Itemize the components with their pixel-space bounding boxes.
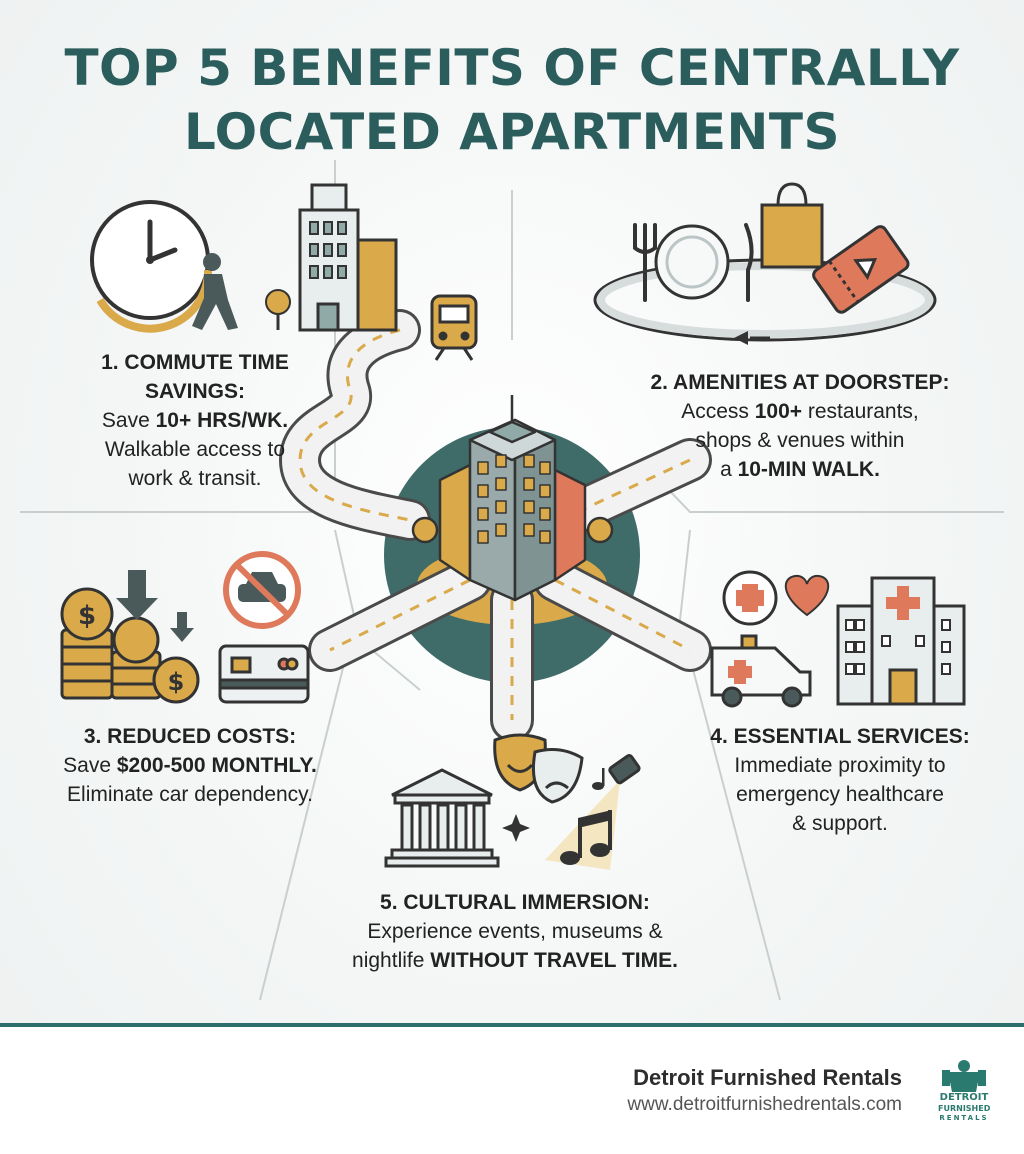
- benefit-highlight: 10-MIN WALK.: [737, 458, 880, 481]
- benefit-heading: 3. REDUCED COSTS:: [83, 725, 297, 748]
- benefit-text: a: [720, 458, 738, 481]
- benefit-line: emergency healthcare: [736, 783, 944, 806]
- dollar-sign-icon: $: [168, 668, 185, 696]
- benefit-line: & support.: [792, 812, 888, 835]
- benefit-text: Save: [101, 409, 156, 432]
- benefit-line: Experience events, museums &: [367, 920, 663, 943]
- clock-icon: [90, 200, 213, 333]
- ambulance-icon: [710, 634, 812, 708]
- benefit-line: Walkable access to: [104, 438, 286, 461]
- credit-card-icon: [218, 644, 310, 704]
- benefit-heading: 4. ESSENTIAL SERVICES:: [710, 725, 970, 748]
- dollar-sign-icon: $: [78, 601, 96, 631]
- walking-person-icon: [192, 253, 238, 330]
- plate-icon: [654, 224, 730, 300]
- spotlight-icon: [608, 754, 641, 785]
- benefit-amenities: 2. AMENITIES AT DOORSTEP: Access 100+ re…: [610, 368, 990, 484]
- brand-block: Detroit Furnished Rentals www.detroitfur…: [627, 1064, 902, 1118]
- museum-icon: [384, 768, 500, 868]
- benefit-line: Immediate proximity to: [734, 754, 946, 777]
- shopping-bag-icon: [760, 182, 824, 269]
- benefit-highlight: 100+: [754, 400, 803, 423]
- benefit-heading: 1. COMMUTE TIME SAVINGS:: [101, 351, 289, 403]
- brand-url[interactable]: www.detroitfurnishedrentals.com: [627, 1094, 902, 1115]
- benefit-text: Access: [681, 400, 755, 423]
- benefit-services: 4. ESSENTIAL SERVICES: Immediate proximi…: [670, 722, 1010, 838]
- music-note-icon: [560, 768, 612, 865]
- benefit-text: restaurants,: [802, 400, 919, 423]
- ticket-icon: [812, 225, 910, 314]
- footer: [0, 1027, 1024, 1154]
- hospital-icon: [836, 576, 966, 706]
- benefit-culture: 5. CULTURAL IMMERSION: Experience events…: [300, 888, 730, 975]
- knife-icon: [744, 223, 754, 302]
- benefit-text: Save: [63, 754, 117, 777]
- heart-icon: [784, 574, 830, 617]
- benefit-text: nightlife: [352, 949, 431, 972]
- brand-logo: DETROIT FURNISHED RENTALS: [938, 1058, 990, 1122]
- fork-icon: [633, 223, 657, 302]
- logo-text-2: FURNISHED: [938, 1104, 991, 1113]
- benefit-line: Access 100+ restaurants,: [610, 397, 990, 426]
- benefit-line: a 10-MIN WALK.: [610, 455, 990, 484]
- benefit-highlight: $200-500 MONTHLY.: [116, 754, 317, 777]
- illustration-canvas: $ $: [20, 160, 1004, 1001]
- benefit-highlight: 10+ HRS/WK.: [155, 409, 289, 432]
- logo-figure-icon: [942, 1060, 986, 1092]
- benefit-line: nightlife WITHOUT TRAVEL TIME.: [300, 946, 730, 975]
- benefit-line: Save 10+ HRS/WK.: [50, 406, 340, 435]
- brand-name: Detroit Furnished Rentals: [633, 1065, 902, 1090]
- sparkle-icon: [502, 814, 530, 842]
- benefit-highlight: WITHOUT TRAVEL TIME.: [430, 949, 678, 972]
- benefit-heading: 5. CULTURAL IMMERSION:: [380, 891, 650, 914]
- logo-text-1: DETROIT: [939, 1092, 989, 1103]
- tree-icon: [265, 289, 291, 330]
- central-apartment-icon: [411, 395, 614, 602]
- benefit-costs: 3. REDUCED COSTS: Save $200-500 MONTHLY.…: [30, 722, 350, 809]
- benefit-heading: 2. AMENITIES AT DOORSTEP:: [650, 371, 950, 394]
- benefit-line: work & transit.: [128, 467, 262, 490]
- benefit-line: Eliminate car dependency.: [67, 783, 313, 806]
- coins-icon: [60, 587, 200, 704]
- benefit-line: Save $200-500 MONTHLY.: [30, 751, 350, 780]
- benefit-line: shops & venues within: [695, 429, 905, 452]
- office-tower-icon: [298, 183, 398, 332]
- logo-text-3: RENTALS: [939, 1114, 989, 1122]
- theater-masks-icon: [493, 733, 584, 804]
- no-car-icon: [223, 551, 301, 629]
- benefit-commute: 1. COMMUTE TIME SAVINGS: Save 10+ HRS/WK…: [50, 348, 340, 493]
- medical-cross-icon: [722, 570, 778, 626]
- page-title: TOP 5 BENEFITS OF CENTRALLY LOCATED APAR…: [0, 36, 1024, 164]
- page-title-line-2: LOCATED APARTMENTS: [184, 103, 840, 161]
- footer-divider: [0, 1023, 1024, 1027]
- train-icon: [430, 294, 478, 361]
- down-arrow-icon: [116, 570, 194, 642]
- page-title-line-1: TOP 5 BENEFITS OF CENTRALLY: [64, 39, 960, 97]
